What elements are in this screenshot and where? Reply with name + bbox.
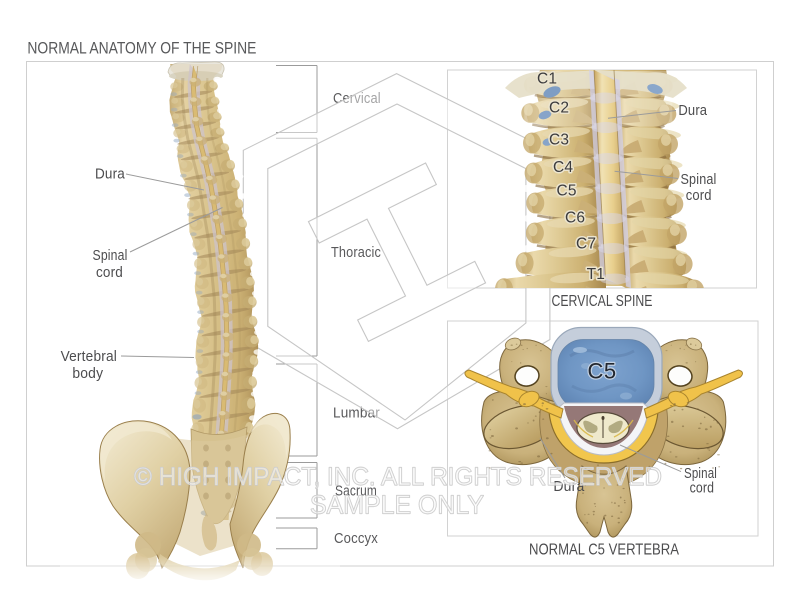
svg-text:C2: C2 bbox=[549, 100, 569, 117]
svg-text:Spinal: Spinal bbox=[93, 247, 128, 264]
svg-text:cord: cord bbox=[96, 264, 123, 281]
svg-text:C4: C4 bbox=[553, 159, 573, 176]
svg-text:Lumbar: Lumbar bbox=[333, 405, 380, 422]
svg-text:cord: cord bbox=[686, 187, 712, 204]
svg-text:Dura: Dura bbox=[95, 165, 125, 182]
svg-text:CERVICAL SPINE: CERVICAL SPINE bbox=[552, 293, 653, 310]
svg-text:Dura: Dura bbox=[678, 102, 707, 119]
svg-text:C6: C6 bbox=[565, 210, 585, 227]
svg-text:Sacrum: Sacrum bbox=[335, 483, 377, 500]
svg-text:C3: C3 bbox=[549, 132, 569, 149]
svg-text:C7: C7 bbox=[576, 236, 596, 253]
svg-text:NORMAL C5 VERTEBRA: NORMAL C5 VERTEBRA bbox=[529, 542, 680, 559]
svg-text:SAMPLE ONLY: SAMPLE ONLY bbox=[310, 490, 484, 520]
svg-text:Dura: Dura bbox=[553, 478, 584, 495]
svg-text:T1: T1 bbox=[587, 266, 606, 283]
svg-text:NORMAL ANATOMY OF THE SPINE: NORMAL ANATOMY OF THE SPINE bbox=[27, 39, 256, 57]
svg-text:Coccyx: Coccyx bbox=[334, 530, 378, 547]
svg-text:C1: C1 bbox=[537, 71, 557, 88]
svg-text:Spinal: Spinal bbox=[684, 465, 717, 482]
svg-text:C5: C5 bbox=[587, 359, 616, 384]
svg-text:C5: C5 bbox=[557, 183, 577, 200]
svg-text:© HIGH IMPACT, INC. ALL RIGHTS: © HIGH IMPACT, INC. ALL RIGHTS RESERVED bbox=[134, 463, 662, 491]
svg-text:Spinal: Spinal bbox=[681, 171, 717, 188]
svg-text:cord: cord bbox=[690, 479, 715, 496]
svg-text:Cervical: Cervical bbox=[333, 90, 381, 107]
svg-text:Vertebral: Vertebral bbox=[61, 348, 117, 365]
svg-text:body: body bbox=[72, 365, 103, 382]
svg-text:Thoracic: Thoracic bbox=[331, 244, 381, 261]
